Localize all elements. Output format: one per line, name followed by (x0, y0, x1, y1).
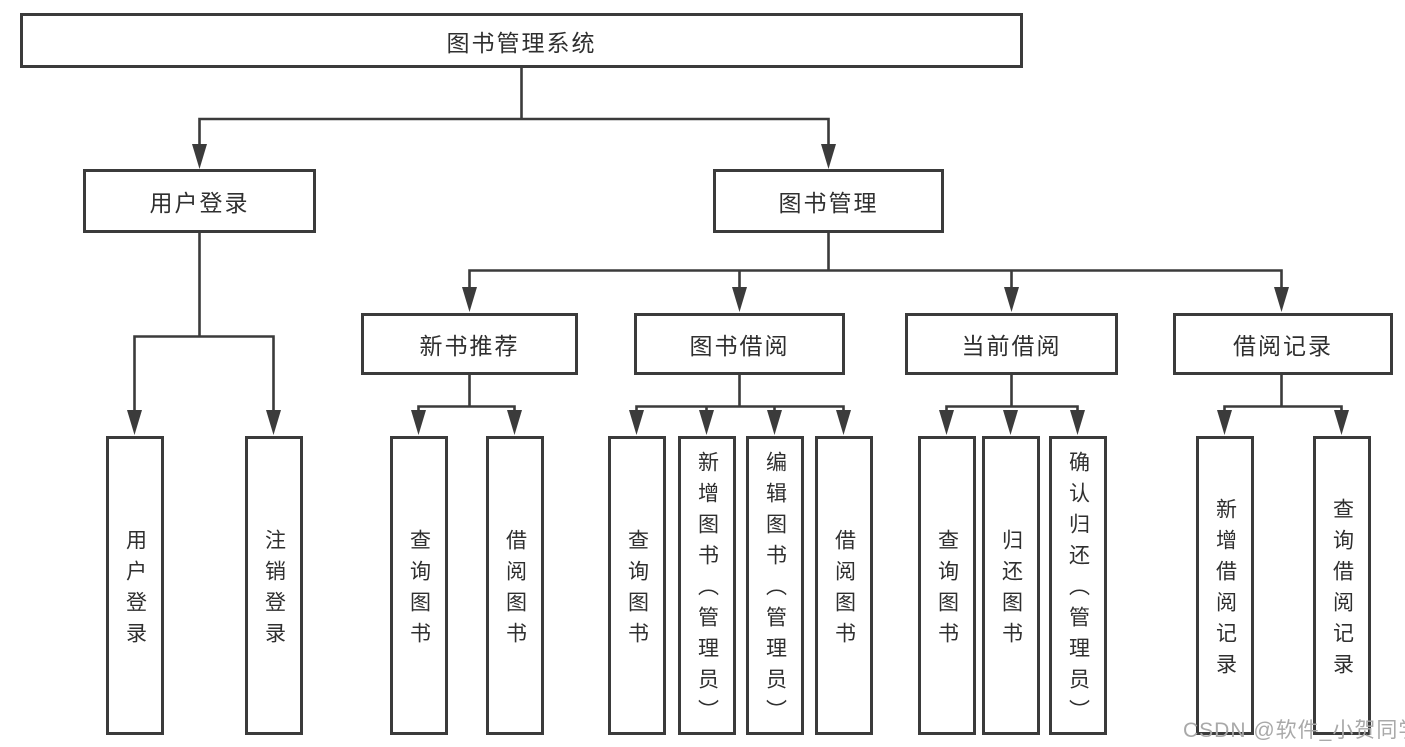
leaf-borrow-books-2: 借阅图书 (815, 436, 873, 735)
node-book-management: 图书管理 (713, 169, 944, 233)
leaf-query-books-2: 查询图书 (608, 436, 666, 735)
csdn-watermark: CSDN @软件_小贺同学 (1183, 719, 1405, 742)
leaf-user-login: 用户登录 (106, 436, 164, 735)
node-current-borrowing: 当前借阅 (905, 313, 1118, 375)
leaf-query-books-3-label: 查询图书 (935, 528, 959, 653)
leaf-add-borrow-record: 新增借阅记录 (1196, 436, 1254, 735)
leaf-borrow-books-1-label: 借阅图书 (503, 528, 527, 653)
leaf-confirm-return-admin-label: 确认归还（管理员） (1066, 451, 1090, 730)
leaf-add-borrow-record-label: 新增借阅记录 (1213, 497, 1237, 684)
node-book-borrowing: 图书借阅 (634, 313, 845, 375)
leaf-borrow-books-2-label: 借阅图书 (832, 528, 856, 653)
leaf-query-borrow-record: 查询借阅记录 (1313, 436, 1371, 735)
leaf-logout-label: 注销登录 (262, 528, 286, 653)
leaf-logout: 注销登录 (245, 436, 303, 735)
leaf-add-books-admin-label: 新增图书（管理员） (695, 451, 719, 730)
leaf-query-borrow-record-label: 查询借阅记录 (1330, 497, 1354, 684)
leaf-edit-books-admin: 编辑图书（管理员） (746, 436, 804, 735)
node-new-book-recommendation: 新书推荐 (361, 313, 578, 375)
node-root: 图书管理系统 (20, 13, 1023, 68)
leaf-return-books-label: 归还图书 (999, 528, 1023, 653)
leaf-query-books-1: 查询图书 (390, 436, 448, 735)
leaf-user-login-label: 用户登录 (123, 528, 147, 653)
leaf-return-books: 归还图书 (982, 436, 1040, 735)
leaf-add-books-admin: 新增图书（管理员） (678, 436, 736, 735)
leaf-query-books-3: 查询图书 (918, 436, 976, 735)
leaf-edit-books-admin-label: 编辑图书（管理员） (763, 451, 787, 730)
node-user-login: 用户登录 (83, 169, 316, 233)
leaf-borrow-books-1: 借阅图书 (486, 436, 544, 735)
leaf-confirm-return-admin: 确认归还（管理员） (1049, 436, 1107, 735)
node-borrowing-records: 借阅记录 (1173, 313, 1393, 375)
leaf-query-books-1-label: 查询图书 (407, 528, 431, 653)
leaf-query-books-2-label: 查询图书 (625, 528, 649, 653)
